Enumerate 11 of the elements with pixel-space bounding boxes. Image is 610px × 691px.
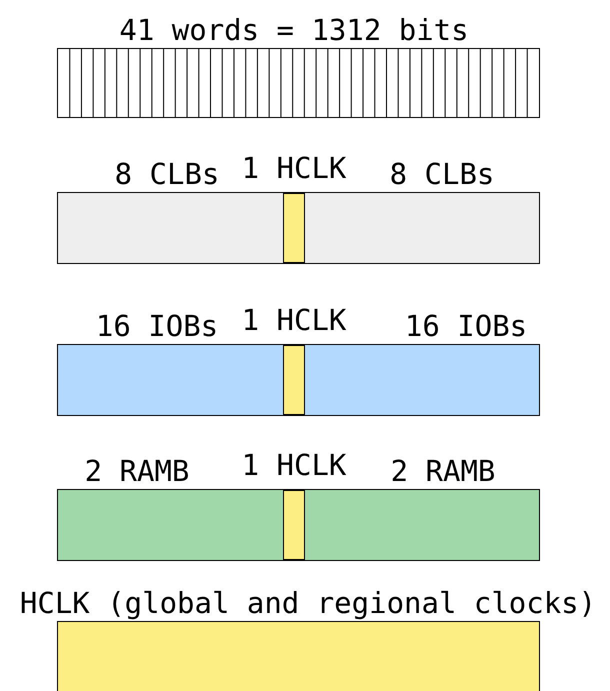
bar-label: 16 IOBs <box>404 310 528 342</box>
strip-label: 1 HCLK <box>242 449 346 481</box>
bar-label: 2 RAMB <box>84 455 190 487</box>
strip-label: 1 HCLK <box>242 304 346 336</box>
bar-label: 16 IOBs <box>96 310 218 342</box>
bar-label: 8 CLBs <box>390 158 494 190</box>
strip-label: 1 HCLK <box>242 152 346 184</box>
bar-label: 41 words = 1312 bits <box>119 14 469 46</box>
bar-label: 2 RAMB <box>390 455 496 487</box>
bar-label: HCLK (global and regional clocks) <box>20 587 596 619</box>
bar-label: 8 CLBs <box>114 158 220 190</box>
